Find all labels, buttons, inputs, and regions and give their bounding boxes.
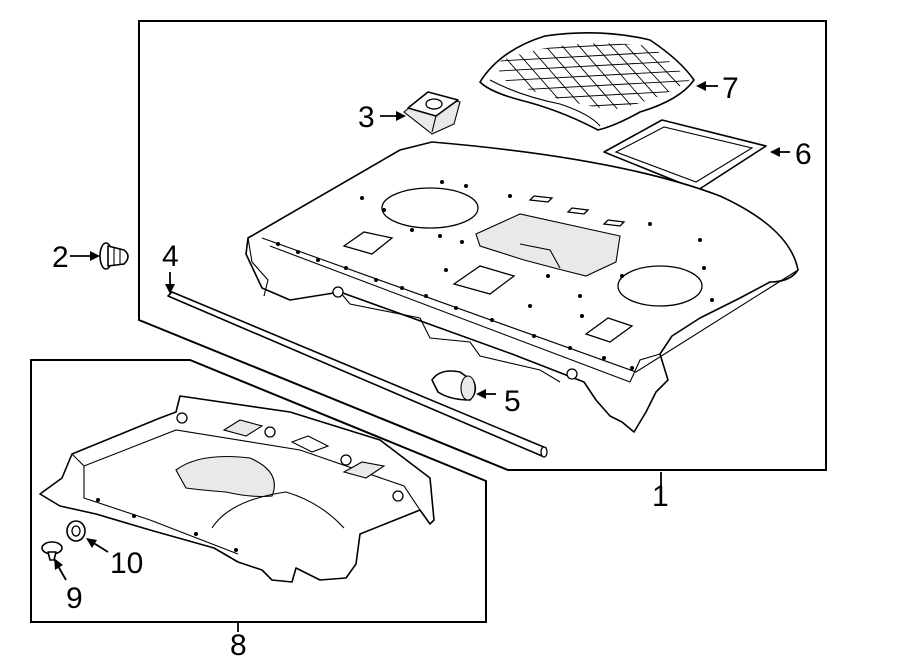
callout-4: 4 <box>162 240 179 273</box>
leader-lines <box>54 81 790 632</box>
part-2-push-pin <box>99 242 129 270</box>
part-7-mesh-cover <box>479 32 695 131</box>
callout-1: 1 <box>652 480 669 513</box>
part-9-clip <box>41 541 63 561</box>
callout-5: 5 <box>504 385 521 418</box>
assembly-8-frame <box>30 359 487 623</box>
assembly-1-frame <box>138 20 827 471</box>
callout-7: 7 <box>722 72 739 105</box>
callout-3: 3 <box>358 101 375 134</box>
callout-8: 8 <box>230 629 247 661</box>
callout-10: 10 <box>110 547 143 580</box>
part-10-washer <box>66 520 86 542</box>
part-1-package-tray <box>245 141 799 433</box>
callout-6: 6 <box>795 138 812 171</box>
part-3-switch <box>403 91 461 135</box>
callout-9: 9 <box>66 582 83 615</box>
part-8-lower-panel <box>39 395 435 583</box>
part-5-grommet <box>431 370 477 401</box>
part-6-trim-frame <box>603 119 767 191</box>
callout-2: 2 <box>52 241 69 274</box>
part-4-strip <box>167 291 548 458</box>
